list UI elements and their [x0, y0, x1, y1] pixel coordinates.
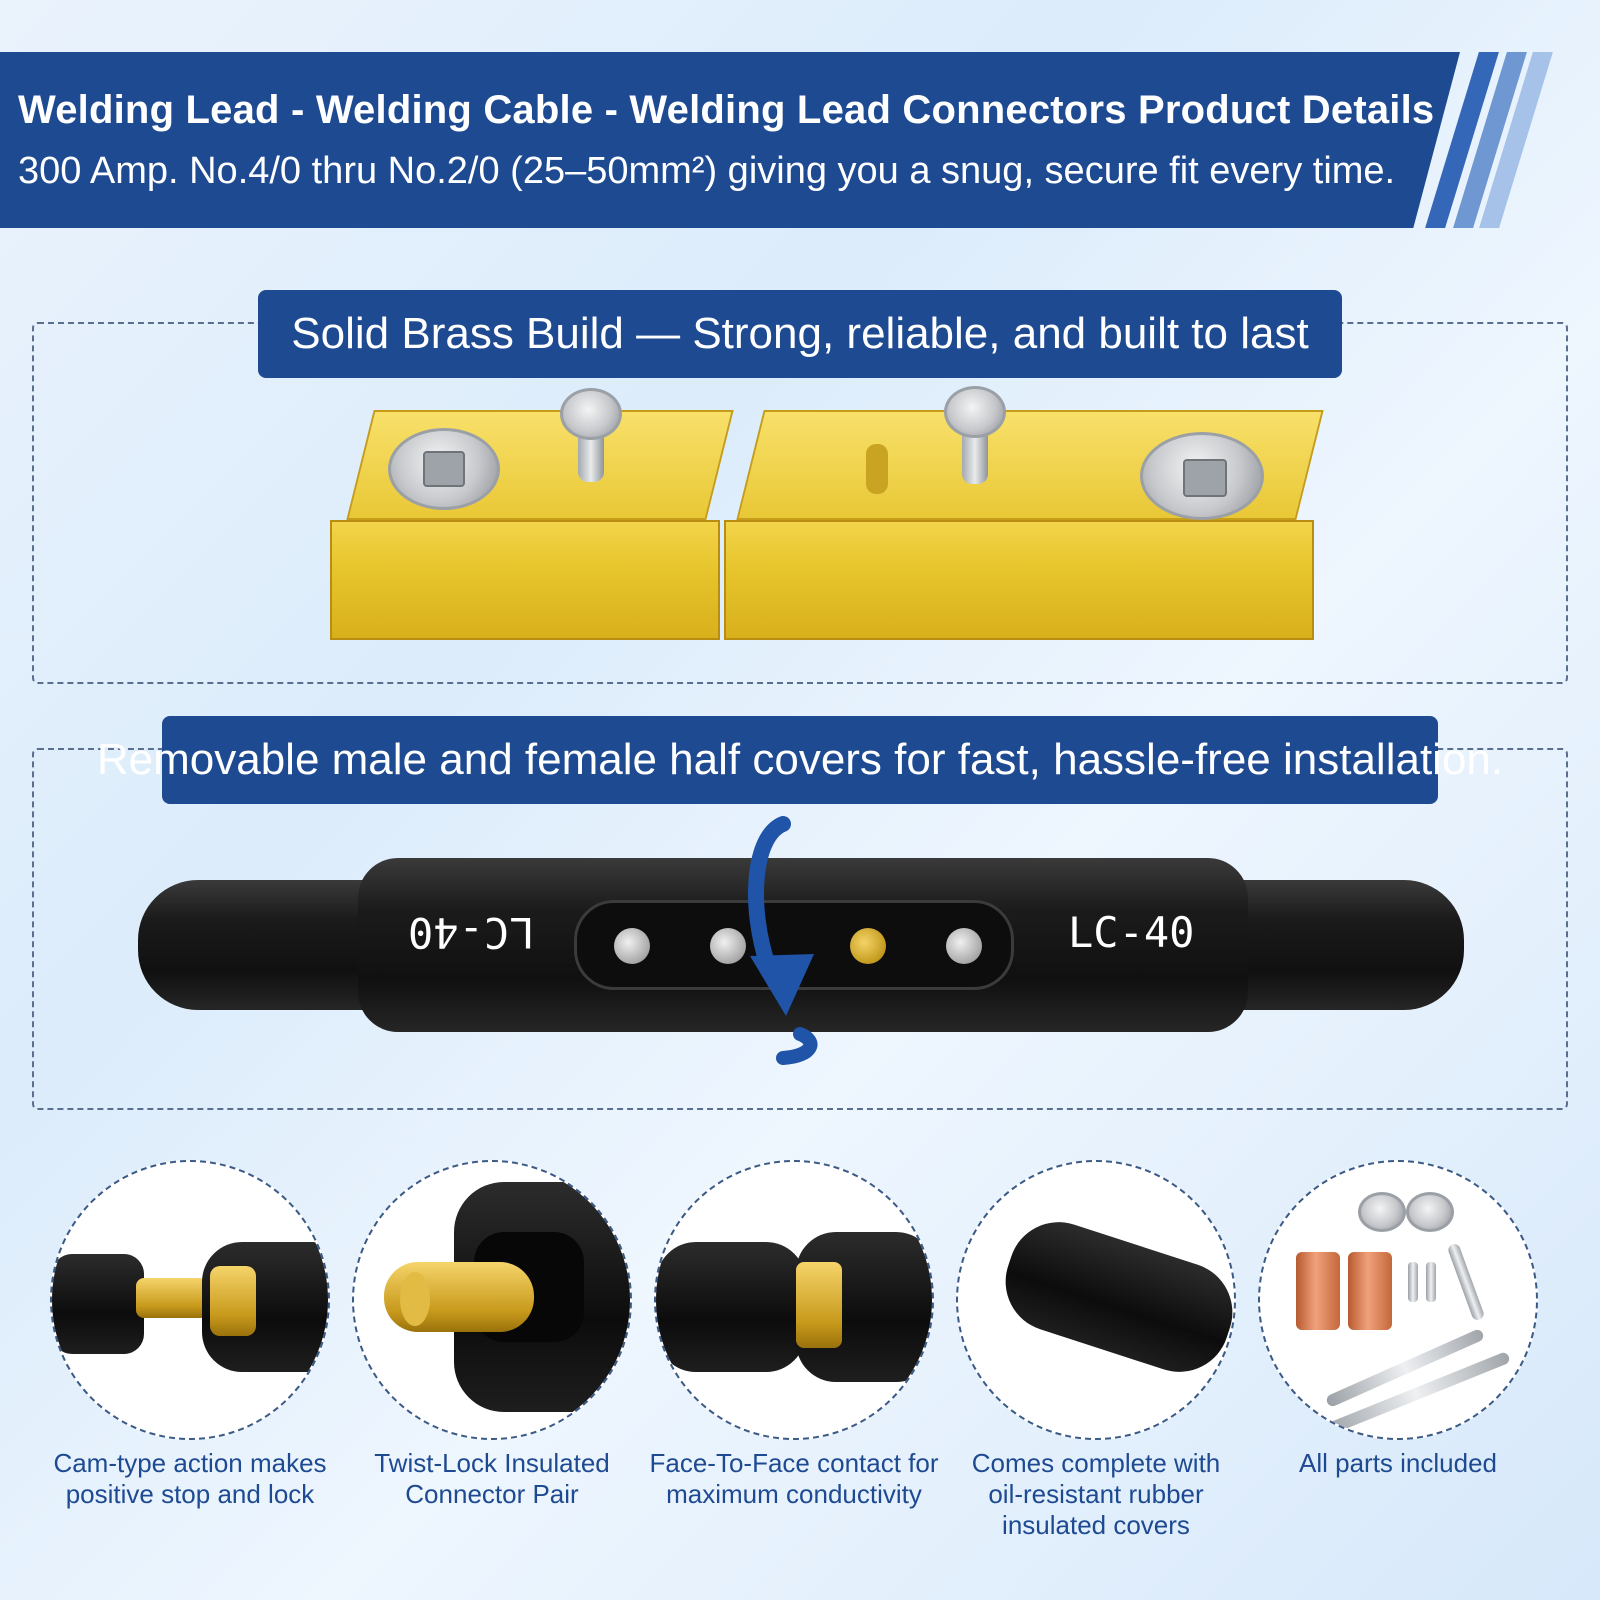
covers-label: Removable male and female half covers fo… — [97, 716, 1503, 804]
rotate-arrow-icon — [748, 816, 818, 1065]
brass-label: Solid Brass Build — Strong, reliable, an… — [258, 290, 1342, 378]
left-marking: LC-40 — [408, 908, 535, 957]
contact-brass — [850, 928, 886, 964]
hex-bolt-right — [1140, 432, 1264, 520]
feature-image-cam-lock — [50, 1160, 330, 1440]
feature-image-rubber-cover — [956, 1160, 1236, 1440]
brass-blocks-image — [330, 386, 1324, 640]
feature-image-face-contact — [654, 1160, 934, 1440]
feature-image-parts-kit — [1258, 1160, 1538, 1440]
header-banner — [0, 52, 1460, 228]
feature-caption-parts-kit: All parts included — [1299, 1448, 1497, 1478]
brass-block-right — [724, 520, 1314, 640]
right-marking: LC-40 — [1068, 908, 1195, 957]
screw-head-left — [560, 388, 622, 440]
brass-pin — [866, 444, 888, 494]
connector-pair-image: LC-40 LC-40 — [138, 816, 1464, 1065]
brass-block-left — [330, 520, 720, 640]
contact-screw — [710, 928, 746, 964]
page-title: Welding Lead - Welding Cable - Welding L… — [18, 88, 1435, 132]
hex-bolt-left — [388, 428, 500, 510]
contact-screw — [614, 928, 650, 964]
contact-screw — [946, 928, 982, 964]
screw-head-right — [944, 386, 1006, 438]
feature-image-twist-lock — [352, 1160, 632, 1440]
page-subtitle: 300 Amp. No.4/0 thru No.2/0 (25–50mm²) g… — [18, 150, 1396, 192]
